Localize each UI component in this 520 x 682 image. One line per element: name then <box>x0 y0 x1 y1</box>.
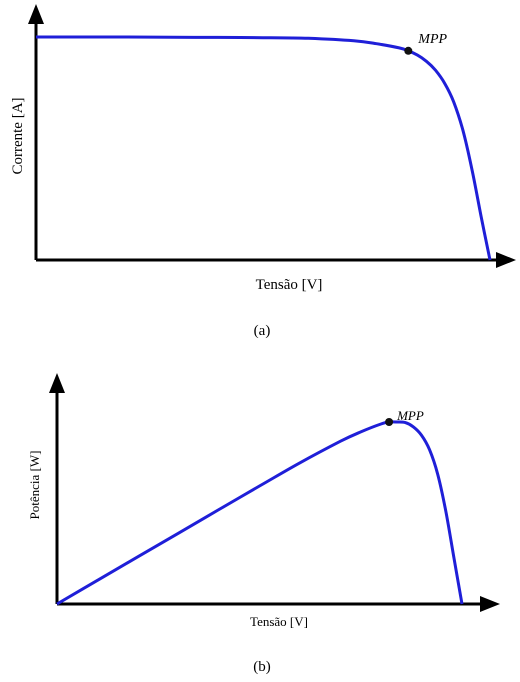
mpp-label: MPP <box>417 32 447 47</box>
series-line-0 <box>36 35 492 261</box>
y-axis-arrow-icon <box>28 4 44 24</box>
x-axis-arrow-icon <box>480 596 500 612</box>
y-axis-arrow-icon <box>49 373 65 393</box>
y-axis-label: Potência [W] <box>27 451 42 520</box>
chart-a: MPP Tensão [V] Corrente [A] (a) <box>10 4 516 339</box>
y-axis-label: Corrente [A] <box>10 97 26 174</box>
mpp-point <box>404 46 413 55</box>
caption: (b) <box>253 659 271 675</box>
x-axis-arrow-icon <box>496 252 516 268</box>
series-line-0 <box>56 420 464 606</box>
plot-area: MPP <box>36 32 492 261</box>
mpp-point <box>385 418 394 426</box>
mpp-label: MPP <box>396 408 424 423</box>
x-axis-label: Tensão [V] <box>256 277 323 293</box>
x-axis-label: Tensão [V] <box>250 614 308 629</box>
chart-b: MPP Tensão [V] Potência [W] (b) <box>27 373 500 675</box>
plot-area: MPP <box>56 408 464 606</box>
caption: (a) <box>254 323 271 339</box>
